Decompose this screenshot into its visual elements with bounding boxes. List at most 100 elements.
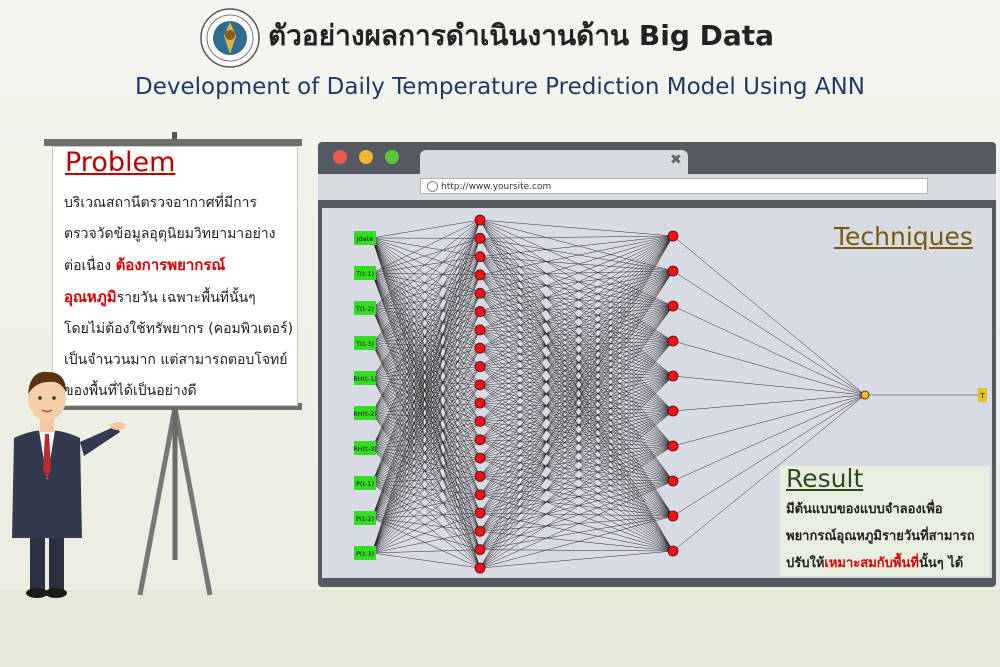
- connection-input-hidden1: [371, 237, 481, 495]
- connection-input-hidden1: [371, 342, 481, 532]
- connection-hidden1-hidden2: [479, 235, 674, 276]
- connection-hidden1-hidden2: [479, 235, 674, 514]
- connection-hidden1-hidden2: [479, 311, 674, 482]
- connection-input-hidden1: [371, 311, 481, 344]
- connection-input-hidden1: [371, 447, 481, 514]
- connection-hidden1-hidden2: [479, 270, 674, 569]
- connection-hidden1-hidden2: [479, 366, 674, 482]
- result-line-2: พยากรณ์อุณหภูมิรายวันที่สามารถ: [786, 529, 975, 544]
- connection-input-hidden1: [371, 384, 481, 554]
- connection-input-hidden1: [371, 482, 481, 495]
- problem-description: บริเวณสถานีตรวจอากาศที่มีการ ตรวจวัดข้อม…: [64, 188, 296, 407]
- minimize-window-button[interactable]: [359, 150, 373, 164]
- page-title-english: Development of Daily Temperature Predict…: [135, 74, 865, 100]
- connection-input-hidden1: [371, 366, 481, 414]
- connection-input-hidden1: [371, 272, 481, 331]
- connection-input-hidden1: [371, 412, 481, 459]
- connection-input-hidden1: [371, 256, 481, 274]
- connection-input-hidden1: [371, 272, 481, 276]
- connection-input-hidden1: [371, 238, 481, 449]
- connection-input-hidden1: [371, 272, 481, 550]
- connection-hidden1-hidden2: [479, 340, 674, 422]
- input-node-label: T(t-1): [355, 270, 374, 278]
- connection-hidden1-hidden2: [479, 494, 674, 517]
- connection-input-hidden1: [371, 307, 481, 349]
- connection-hidden1-hidden2: [479, 348, 674, 447]
- connection-hidden1-hidden2: [479, 366, 674, 377]
- hidden-layer-1-node: [474, 342, 486, 354]
- result-panel: [780, 466, 990, 576]
- connection-input-hidden1: [371, 272, 481, 422]
- connection-hidden1-hidden2: [479, 235, 674, 349]
- connection-hidden1-hidden2: [479, 384, 674, 552]
- connection-hidden1-hidden2: [479, 256, 674, 272]
- connection-input-hidden1: [371, 531, 481, 554]
- connection-hidden1-hidden2: [479, 410, 674, 532]
- connection-input-hidden1: [371, 272, 481, 294]
- easel-illustration: [44, 132, 302, 596]
- input-node-label: RH(t-2): [353, 410, 377, 418]
- output-node: [860, 390, 870, 400]
- connection-input-hidden1: [371, 238, 481, 379]
- connection-hidden1-hidden2: [479, 305, 674, 495]
- connection-hidden1-hidden2: [479, 476, 674, 482]
- floor-background: [0, 590, 1000, 667]
- address-bar[interactable]: http://www.yoursite.com: [420, 178, 928, 194]
- connection-hidden1-hidden2: [479, 410, 674, 514]
- connection-input-hidden1: [371, 412, 481, 514]
- connection-hidden1-hidden2: [479, 439, 674, 447]
- connection-hidden1-hidden2: [479, 270, 674, 276]
- connection-input-hidden1: [371, 348, 481, 449]
- tab-close-icon[interactable]: ✖: [670, 152, 682, 168]
- connection-hidden1-hidden2: [479, 293, 674, 482]
- connection-input-hidden1: [371, 342, 481, 514]
- connection-hidden1-hidden2: [479, 238, 674, 552]
- connection-hidden1-hidden2: [479, 270, 674, 495]
- result-line-3: ปรับให้เหมาะสมกับพื้นที่นั้นๆ ได้: [786, 550, 990, 577]
- maximize-window-button[interactable]: [385, 150, 399, 164]
- connection-hidden1-hidden2: [479, 238, 674, 307]
- connection-hidden1-hidden2: [479, 366, 674, 517]
- hidden-layer-1-node: [474, 434, 486, 446]
- connection-input-hidden1: [371, 272, 481, 459]
- connection-hidden1-hidden2: [479, 550, 674, 569]
- connection-input-hidden1: [371, 447, 481, 532]
- connection-input-hidden1: [371, 457, 481, 554]
- connection-input-hidden1: [371, 439, 481, 484]
- connection-hidden1-hidden2: [479, 305, 674, 349]
- connection-hidden1-hidden2: [479, 235, 674, 257]
- connection-input-hidden1: [371, 272, 481, 514]
- connection-hidden1-hidden2: [479, 238, 674, 412]
- connection-hidden1-hidden2: [479, 219, 674, 482]
- input-node-box: [354, 476, 376, 490]
- connection-input-hidden1: [371, 348, 481, 519]
- connection-hidden1-hidden2: [479, 402, 674, 552]
- connection-hidden1-hidden2: [479, 445, 674, 532]
- connection-hidden1-hidden2: [479, 270, 674, 367]
- connection-hidden1-hidden2: [479, 270, 674, 459]
- connection-hidden1-hidden2: [479, 366, 674, 412]
- connection-input-hidden1: [371, 274, 481, 519]
- connection-input-hidden1: [371, 342, 481, 550]
- connection-hidden1-hidden2: [479, 329, 674, 552]
- connection-hidden1-hidden2: [479, 219, 674, 237]
- connection-input-hidden1: [371, 457, 481, 519]
- connection-input-hidden1: [371, 237, 481, 440]
- connection-input-hidden1: [371, 293, 481, 379]
- connection-input-hidden1: [371, 412, 481, 477]
- connection-hidden2-output: [672, 394, 866, 517]
- browser-tab[interactable]: [420, 150, 688, 174]
- connection-input-hidden1: [371, 402, 481, 414]
- connection-input-hidden1: [371, 476, 481, 484]
- connection-input-hidden1: [371, 517, 481, 550]
- connection-input-hidden1: [371, 219, 481, 554]
- connection-input-hidden1: [371, 311, 481, 449]
- connection-hidden1-hidden2: [479, 235, 674, 569]
- close-window-button[interactable]: [333, 150, 347, 164]
- connection-hidden1-hidden2: [479, 274, 674, 412]
- connection-hidden1-hidden2: [479, 375, 674, 550]
- connection-input-hidden1: [371, 293, 481, 554]
- problem-line-2: ตรวจวัดข้อมูลอุตุนิยมวิทยามาอย่าง: [64, 226, 276, 242]
- connection-input-hidden1: [371, 476, 481, 519]
- connection-input-hidden1: [371, 366, 481, 379]
